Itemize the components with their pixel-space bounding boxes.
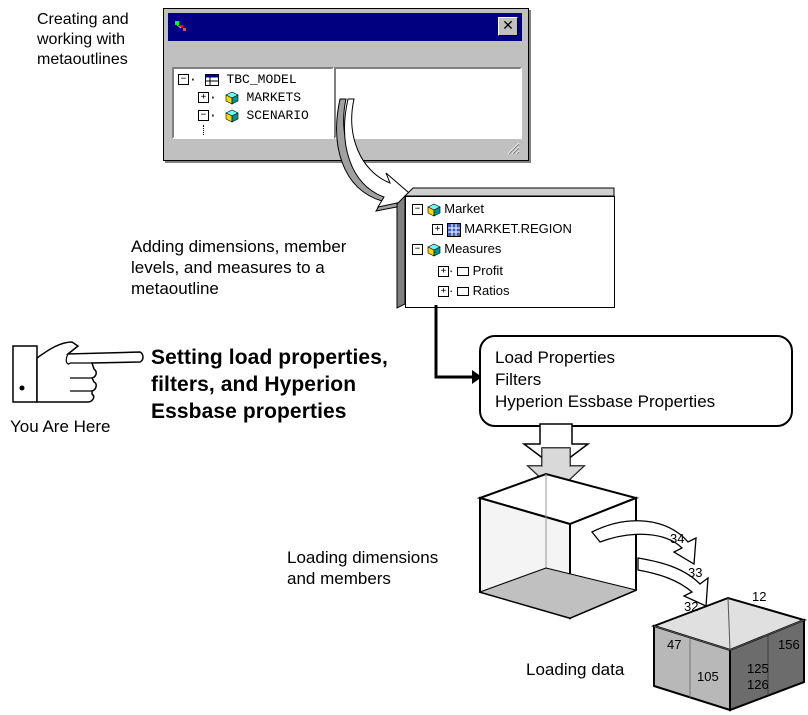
tree-label: TBC_MODEL	[226, 72, 297, 87]
app-icon	[175, 21, 186, 31]
value-125: 125	[747, 661, 769, 676]
value-32: 32	[684, 599, 699, 614]
menubar	[168, 41, 522, 65]
outline-tree-box: − Market + MARKET.REGION − Measures +· P…	[405, 196, 615, 308]
metaoutline-window: ✕ −· TBC_MODEL +· MARKETS −· SCENARIO	[163, 8, 529, 161]
tree-label: Market	[444, 201, 484, 216]
cube-icon	[426, 203, 441, 217]
properties-box: Load Properties Filters Hyperion Essbase…	[479, 335, 793, 427]
caption-loading-dimensions: Loading dimensions and members	[287, 548, 439, 588]
caption-setting-load-properties: Setting load properties, filters, and Hy…	[151, 346, 388, 423]
expand-icon[interactable]: +	[432, 224, 443, 236]
tree-label: Measures	[444, 241, 502, 256]
cube-icon	[224, 109, 239, 123]
collapse-icon[interactable]: −	[178, 74, 189, 86]
caption-loading-data: Loading data	[526, 660, 625, 679]
tree-label: MARKETS	[246, 90, 302, 105]
close-button[interactable]: ✕	[498, 17, 518, 36]
tree-row-markets[interactable]: +· MARKETS	[198, 90, 301, 106]
value-105: 105	[697, 669, 719, 684]
collapse-icon[interactable]: −	[412, 204, 423, 216]
value-34: 34	[670, 531, 685, 546]
caption-you-are-here: You Are Here	[10, 417, 111, 436]
cube-icon	[224, 91, 239, 105]
left-tree-pane: −· TBC_MODEL +· MARKETS −· SCENARIO	[172, 67, 334, 139]
resize-grip-icon[interactable]	[504, 139, 520, 155]
tree-label: SCENARIO	[246, 108, 309, 123]
tree-row-market[interactable]: − Market	[412, 201, 484, 217]
caption-creating-metaoutlines: Creating and working with metaoutlines	[37, 11, 129, 68]
properties-list: Load Properties Filters Hyperion Essbase…	[495, 348, 716, 411]
tree-label: Ratios	[472, 283, 510, 298]
box-icon	[456, 287, 469, 297]
tree-connector	[203, 125, 205, 135]
flow-arrow-3	[521, 423, 591, 494]
caption-adding-dimensions: Adding dimensions, member levels, and me…	[131, 237, 347, 298]
tree-label: MARKET.REGION	[464, 221, 572, 236]
tree-row-profit[interactable]: +· Profit	[438, 263, 503, 279]
table-icon	[204, 73, 219, 86]
cube-icon	[426, 243, 441, 257]
value-126: 126	[747, 677, 769, 692]
value-33: 33	[688, 565, 703, 580]
value-12: 12	[752, 589, 767, 604]
value-156: 156	[778, 637, 800, 652]
table-icon	[446, 222, 461, 237]
tree-row-scenario[interactable]: −· SCENARIO	[198, 108, 309, 124]
tree-row-tbc-model[interactable]: −· TBC_MODEL	[178, 72, 297, 88]
flow-arrow-1	[336, 98, 420, 212]
expand-icon[interactable]: +	[198, 92, 209, 104]
expand-icon[interactable]: +	[438, 286, 449, 298]
flow-arrow-2	[434, 305, 482, 384]
tree-label: Profit	[472, 263, 503, 278]
tree-row-market-region[interactable]: + MARKET.REGION	[432, 221, 572, 237]
collapse-icon[interactable]: −	[198, 110, 209, 122]
tree-row-ratios[interactable]: +· Ratios	[438, 283, 509, 299]
outline-box-3d-edge	[396, 187, 615, 309]
value-47: 47	[667, 637, 682, 652]
expand-icon[interactable]: +	[438, 266, 449, 278]
pointing-hand-icon	[12, 341, 144, 403]
collapse-icon[interactable]: −	[412, 244, 423, 256]
window-titlebar: ✕	[168, 13, 522, 41]
data-cube	[650, 596, 808, 712]
box-icon	[456, 267, 469, 277]
right-pane	[334, 67, 522, 139]
tree-row-measures[interactable]: − Measures	[412, 241, 501, 257]
